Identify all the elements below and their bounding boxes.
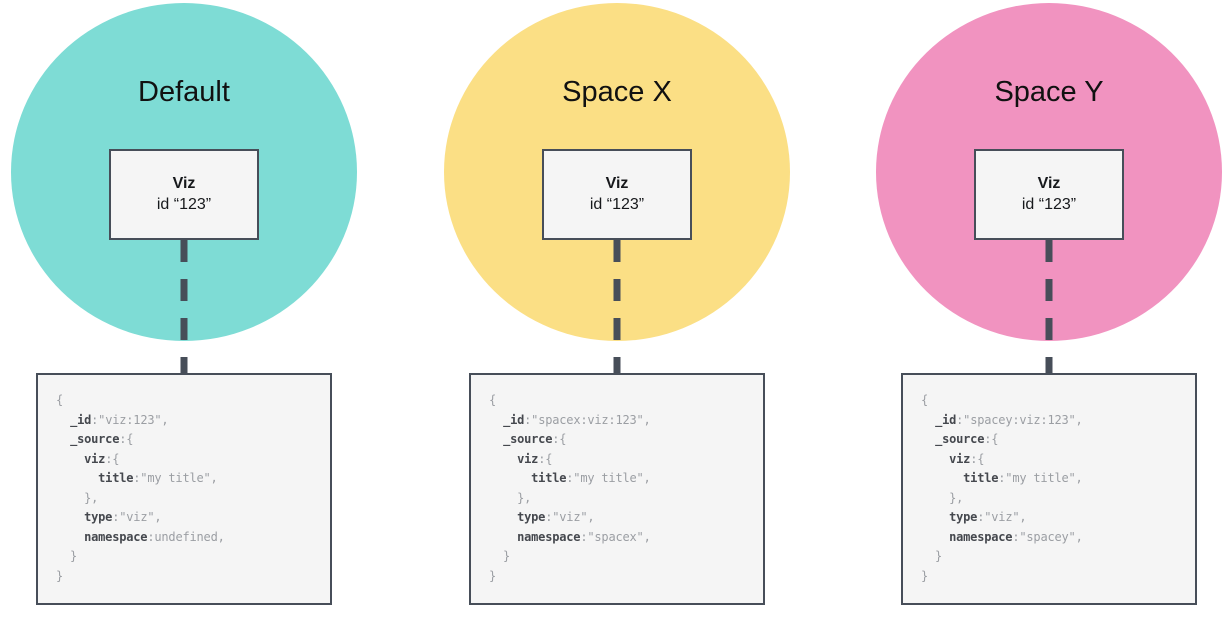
code-line: namespace:undefined, — [84, 529, 225, 544]
code-line: { — [56, 393, 64, 407]
saved-object-code-box: { _id:"viz:123", _source:{ viz:{ title:"… — [36, 373, 332, 605]
code-line: { — [921, 393, 929, 407]
space-title: Space Y — [994, 76, 1104, 108]
viz-card-title: Viz — [1037, 175, 1061, 192]
code-line: } — [56, 568, 64, 583]
viz-card: Viz id “123” — [542, 149, 692, 240]
space-column-space-y: Space Y Viz id “123” { _id:"spacey:viz:1… — [874, 0, 1224, 622]
code-line: } — [56, 549, 78, 563]
viz-card-id: id “123” — [1021, 196, 1077, 213]
code-line: }, — [921, 490, 964, 505]
code-line: type:"viz", — [517, 510, 595, 524]
saved-object-code-box: { _id:"spacey:viz:123", _source:{ viz:{ … — [901, 373, 1197, 605]
space-column-default: Default Viz id “123” { _id:"viz:123", _s… — [9, 0, 359, 622]
code-line: viz:{ — [84, 451, 120, 466]
code-line: viz:{ — [517, 451, 553, 466]
code-line: _source:{ — [503, 432, 567, 446]
dashed-connector — [1045, 240, 1053, 376]
code-line: _source:{ — [70, 432, 134, 446]
code-line: title:"my title", — [531, 471, 651, 485]
code-line: _id:"spacex:viz:123", — [503, 412, 651, 427]
space-title: Default — [138, 76, 230, 108]
viz-card-title: Viz — [172, 175, 196, 192]
code-line: type:"viz", — [949, 510, 1027, 524]
code-line: { — [489, 393, 497, 407]
dashed-connector — [180, 240, 188, 376]
code-line: title:"my title", — [963, 471, 1083, 485]
viz-card-id: id “123” — [156, 196, 212, 213]
code-line: } — [921, 568, 929, 583]
space-column-space-x: Space X Viz id “123” { _id:"spacex:viz:1… — [442, 0, 792, 622]
code-line: _id:"spacey:viz:123", — [935, 412, 1083, 427]
saved-object-code-box: { _id:"spacex:viz:123", _source:{ viz:{ … — [469, 373, 765, 605]
dashed-connector — [613, 240, 621, 376]
code-line: title:"my title", — [98, 471, 218, 485]
code-line: } — [489, 568, 497, 583]
code-line: viz:{ — [949, 451, 985, 466]
viz-card: Viz id “123” — [974, 149, 1124, 240]
code-line: _source:{ — [935, 432, 999, 446]
code-line: }, — [489, 490, 532, 505]
code-line: type:"viz", — [84, 510, 162, 524]
code-line: } — [489, 549, 511, 563]
code-line: namespace:"spacex", — [517, 529, 651, 544]
code-line: namespace:"spacey", — [949, 529, 1083, 544]
viz-card: Viz id “123” — [109, 149, 259, 240]
code-line: _id:"viz:123", — [70, 412, 169, 427]
space-title: Space X — [562, 76, 672, 108]
viz-card-id: id “123” — [589, 196, 645, 213]
viz-card-title: Viz — [605, 175, 629, 192]
code-line: } — [921, 549, 943, 563]
code-line: }, — [56, 490, 99, 505]
